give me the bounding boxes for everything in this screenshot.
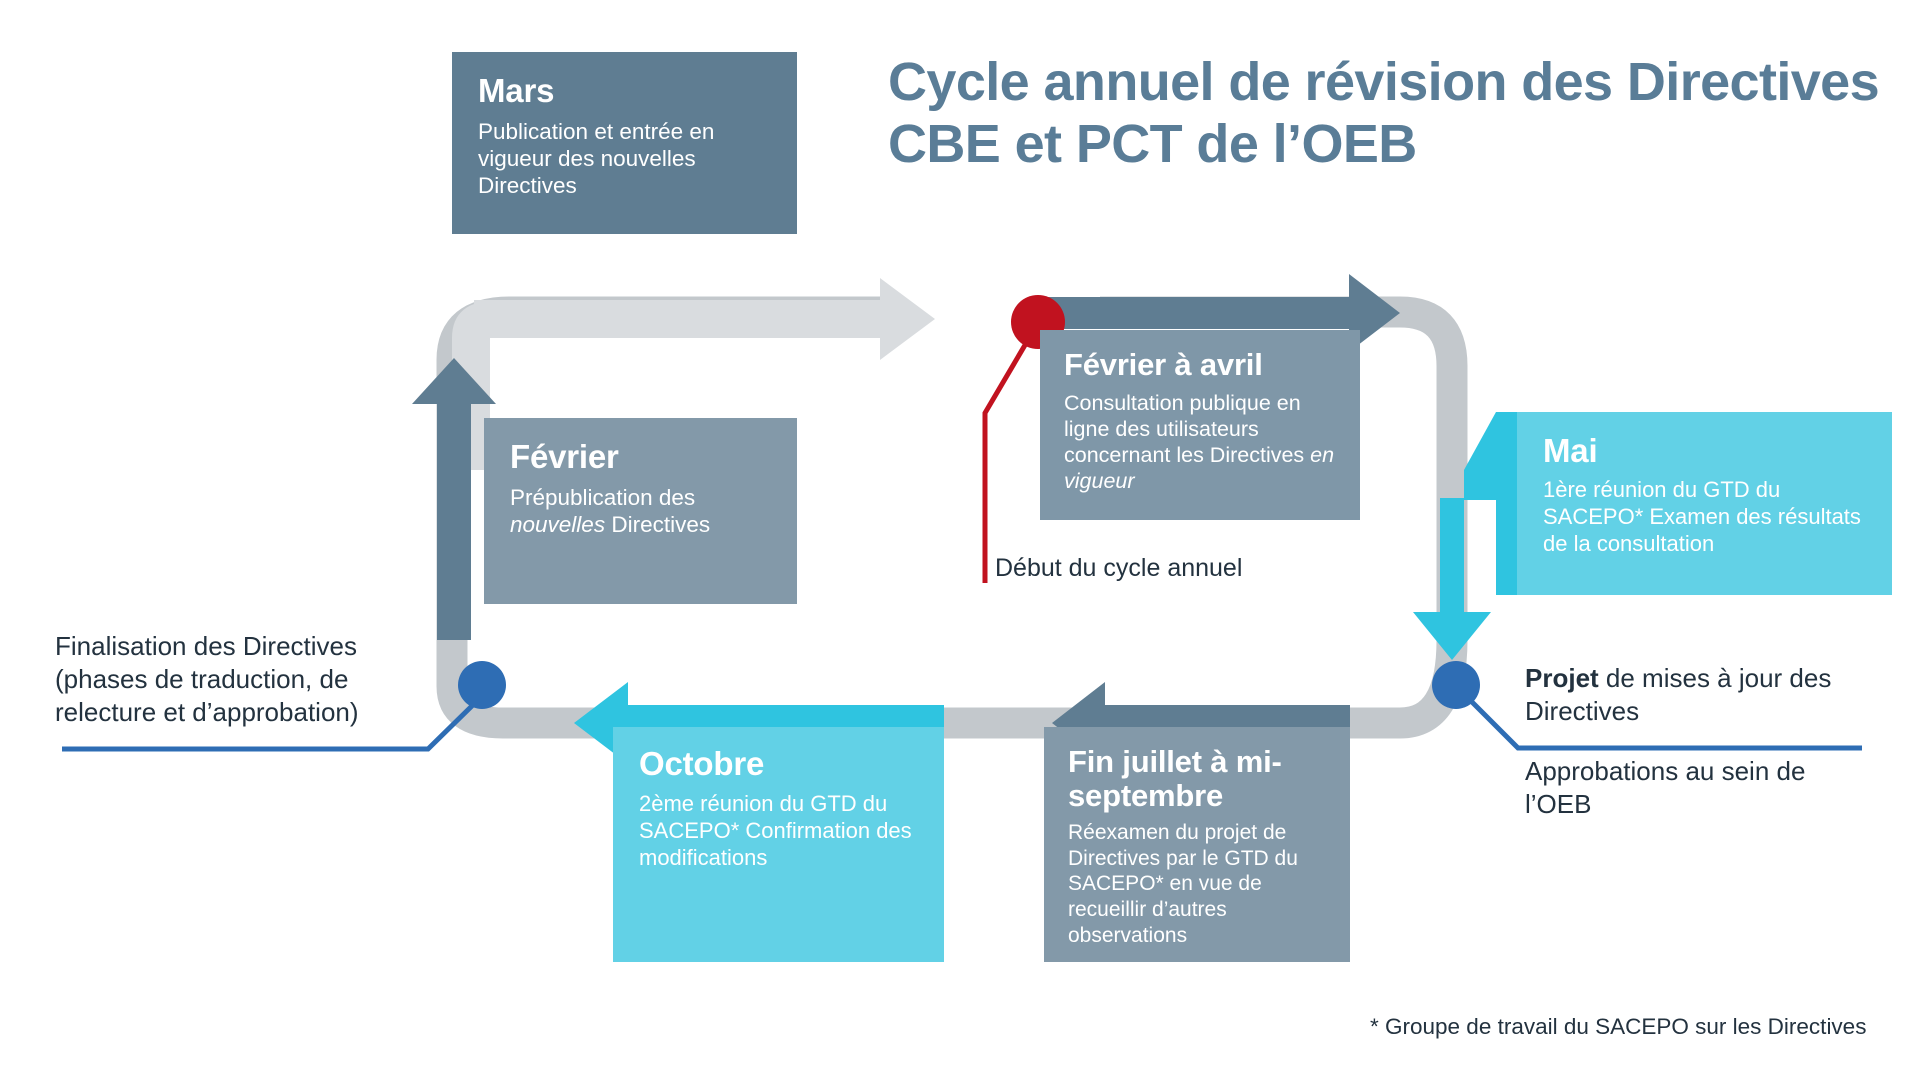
stage-box-mars-body: Publication et entrée en vigueur des nou… <box>478 118 715 199</box>
stage-box-octobre[interactable]: Octobre 2ème réunion du GTD du SACEPO* C… <box>613 727 944 962</box>
stage-box-mai[interactable]: Mai 1ère réunion du GTD du SACEPO* Exame… <box>1517 412 1892 595</box>
left-annotation-leader <box>62 661 506 752</box>
ring-corner-bottom-right <box>1044 639 1468 739</box>
arrow-cyan-down-mai <box>1413 412 1520 660</box>
left-leader-line <box>62 698 480 752</box>
stage-box-mars[interactable]: Mars Publication et entrée en vigueur de… <box>452 52 797 234</box>
ring-corner-bottom-left <box>436 684 613 739</box>
stage-box-fevrier-avril-month: Février à avril <box>1064 347 1263 382</box>
annotation-finalisation: Finalisation des Directives (phases de t… <box>55 631 359 727</box>
stage-box-octobre-body: 2ème réunion du GTD du SACEPO* Confirmat… <box>639 790 912 871</box>
blue-dot-marker-left <box>458 661 506 709</box>
stage-box-fevrier-month: Février <box>510 438 619 475</box>
right-leader-line <box>1468 698 1862 751</box>
stage-box-fevrier-avril[interactable]: Février à avril Consultation publique en… <box>1040 330 1360 520</box>
start-cycle-leader-line <box>982 321 1041 583</box>
arrow-dark-top-right <box>1040 274 1400 352</box>
arrow-up-mars-shape <box>412 358 496 640</box>
arrow-dark-up-to-mars <box>412 358 496 640</box>
stage-box-mai-month: Mai <box>1543 432 1598 469</box>
stage-box-fin-juillet-month: Fin juillet à mi-septembre <box>1068 744 1282 814</box>
right-annotation-leader <box>1432 661 1862 751</box>
arrow-pale-shape <box>474 278 935 360</box>
mai-tab-bend <box>1464 412 1517 500</box>
arrow-cyan-down-shape <box>1413 498 1491 660</box>
stage-box-fevrier-avril-body: Consultation publique en ligne des utili… <box>1064 390 1335 493</box>
ring-corner-top-right <box>1100 296 1468 640</box>
arrow-dark-left-shape <box>1052 682 1350 764</box>
stage-box-fin-juillet-body: Réexamen du projet de Directives par le … <box>1068 821 1298 947</box>
stage-box-fin-juillet[interactable]: Fin juillet à mi-septembre Réexamen du p… <box>1044 727 1350 962</box>
stage-box-mars-month: Mars <box>478 72 555 109</box>
stage-box-mai-body: 1ère réunion du GTD du SACEPO* Examen de… <box>1543 476 1861 556</box>
stage-box-octobre-month: Octobre <box>639 745 765 782</box>
annotation-projet-mises-a-jour: Projet de mises à jour des Directives <box>1525 663 1832 726</box>
arrow-cyan-left-shape <box>574 682 944 764</box>
arrow-dark-top-shape <box>1040 274 1400 352</box>
arrow-dark-left-juillet <box>1052 682 1350 764</box>
stage-box-fevrier[interactable]: Février Prépublication des nouvelles Dir… <box>484 418 797 604</box>
footnote-sacepo: * Groupe de travail du SACEPO sur les Di… <box>1370 1014 1867 1039</box>
stage-box-fevrier-body: Prépublication des nouvelles Directives <box>510 484 711 537</box>
page-title: Cycle annuel de révision des Directives … <box>888 52 1880 174</box>
annotation-start-cycle: Début du cycle annuel <box>995 554 1243 582</box>
blue-dot-marker-right <box>1432 661 1480 709</box>
annotation-approbations: Approbations au sein de l’OEB <box>1525 756 1806 819</box>
